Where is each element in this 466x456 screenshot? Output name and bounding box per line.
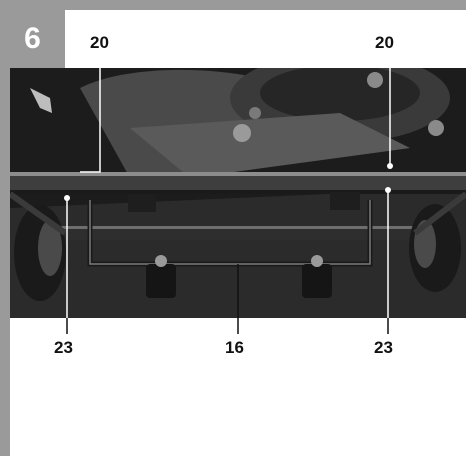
frame-left-border (0, 0, 10, 456)
trolley-axle-photo (10, 68, 466, 318)
callout-20-left: 20 (90, 33, 109, 52)
leader-lines-lower (66, 318, 389, 334)
callout-23-right: 23 (374, 338, 393, 357)
frame-top-border (0, 0, 466, 10)
callout-23-left: 23 (54, 338, 73, 357)
callout-20-right: 20 (375, 33, 394, 52)
step-number-badge: 6 (0, 10, 65, 68)
callout-16-center: 16 (225, 338, 244, 357)
